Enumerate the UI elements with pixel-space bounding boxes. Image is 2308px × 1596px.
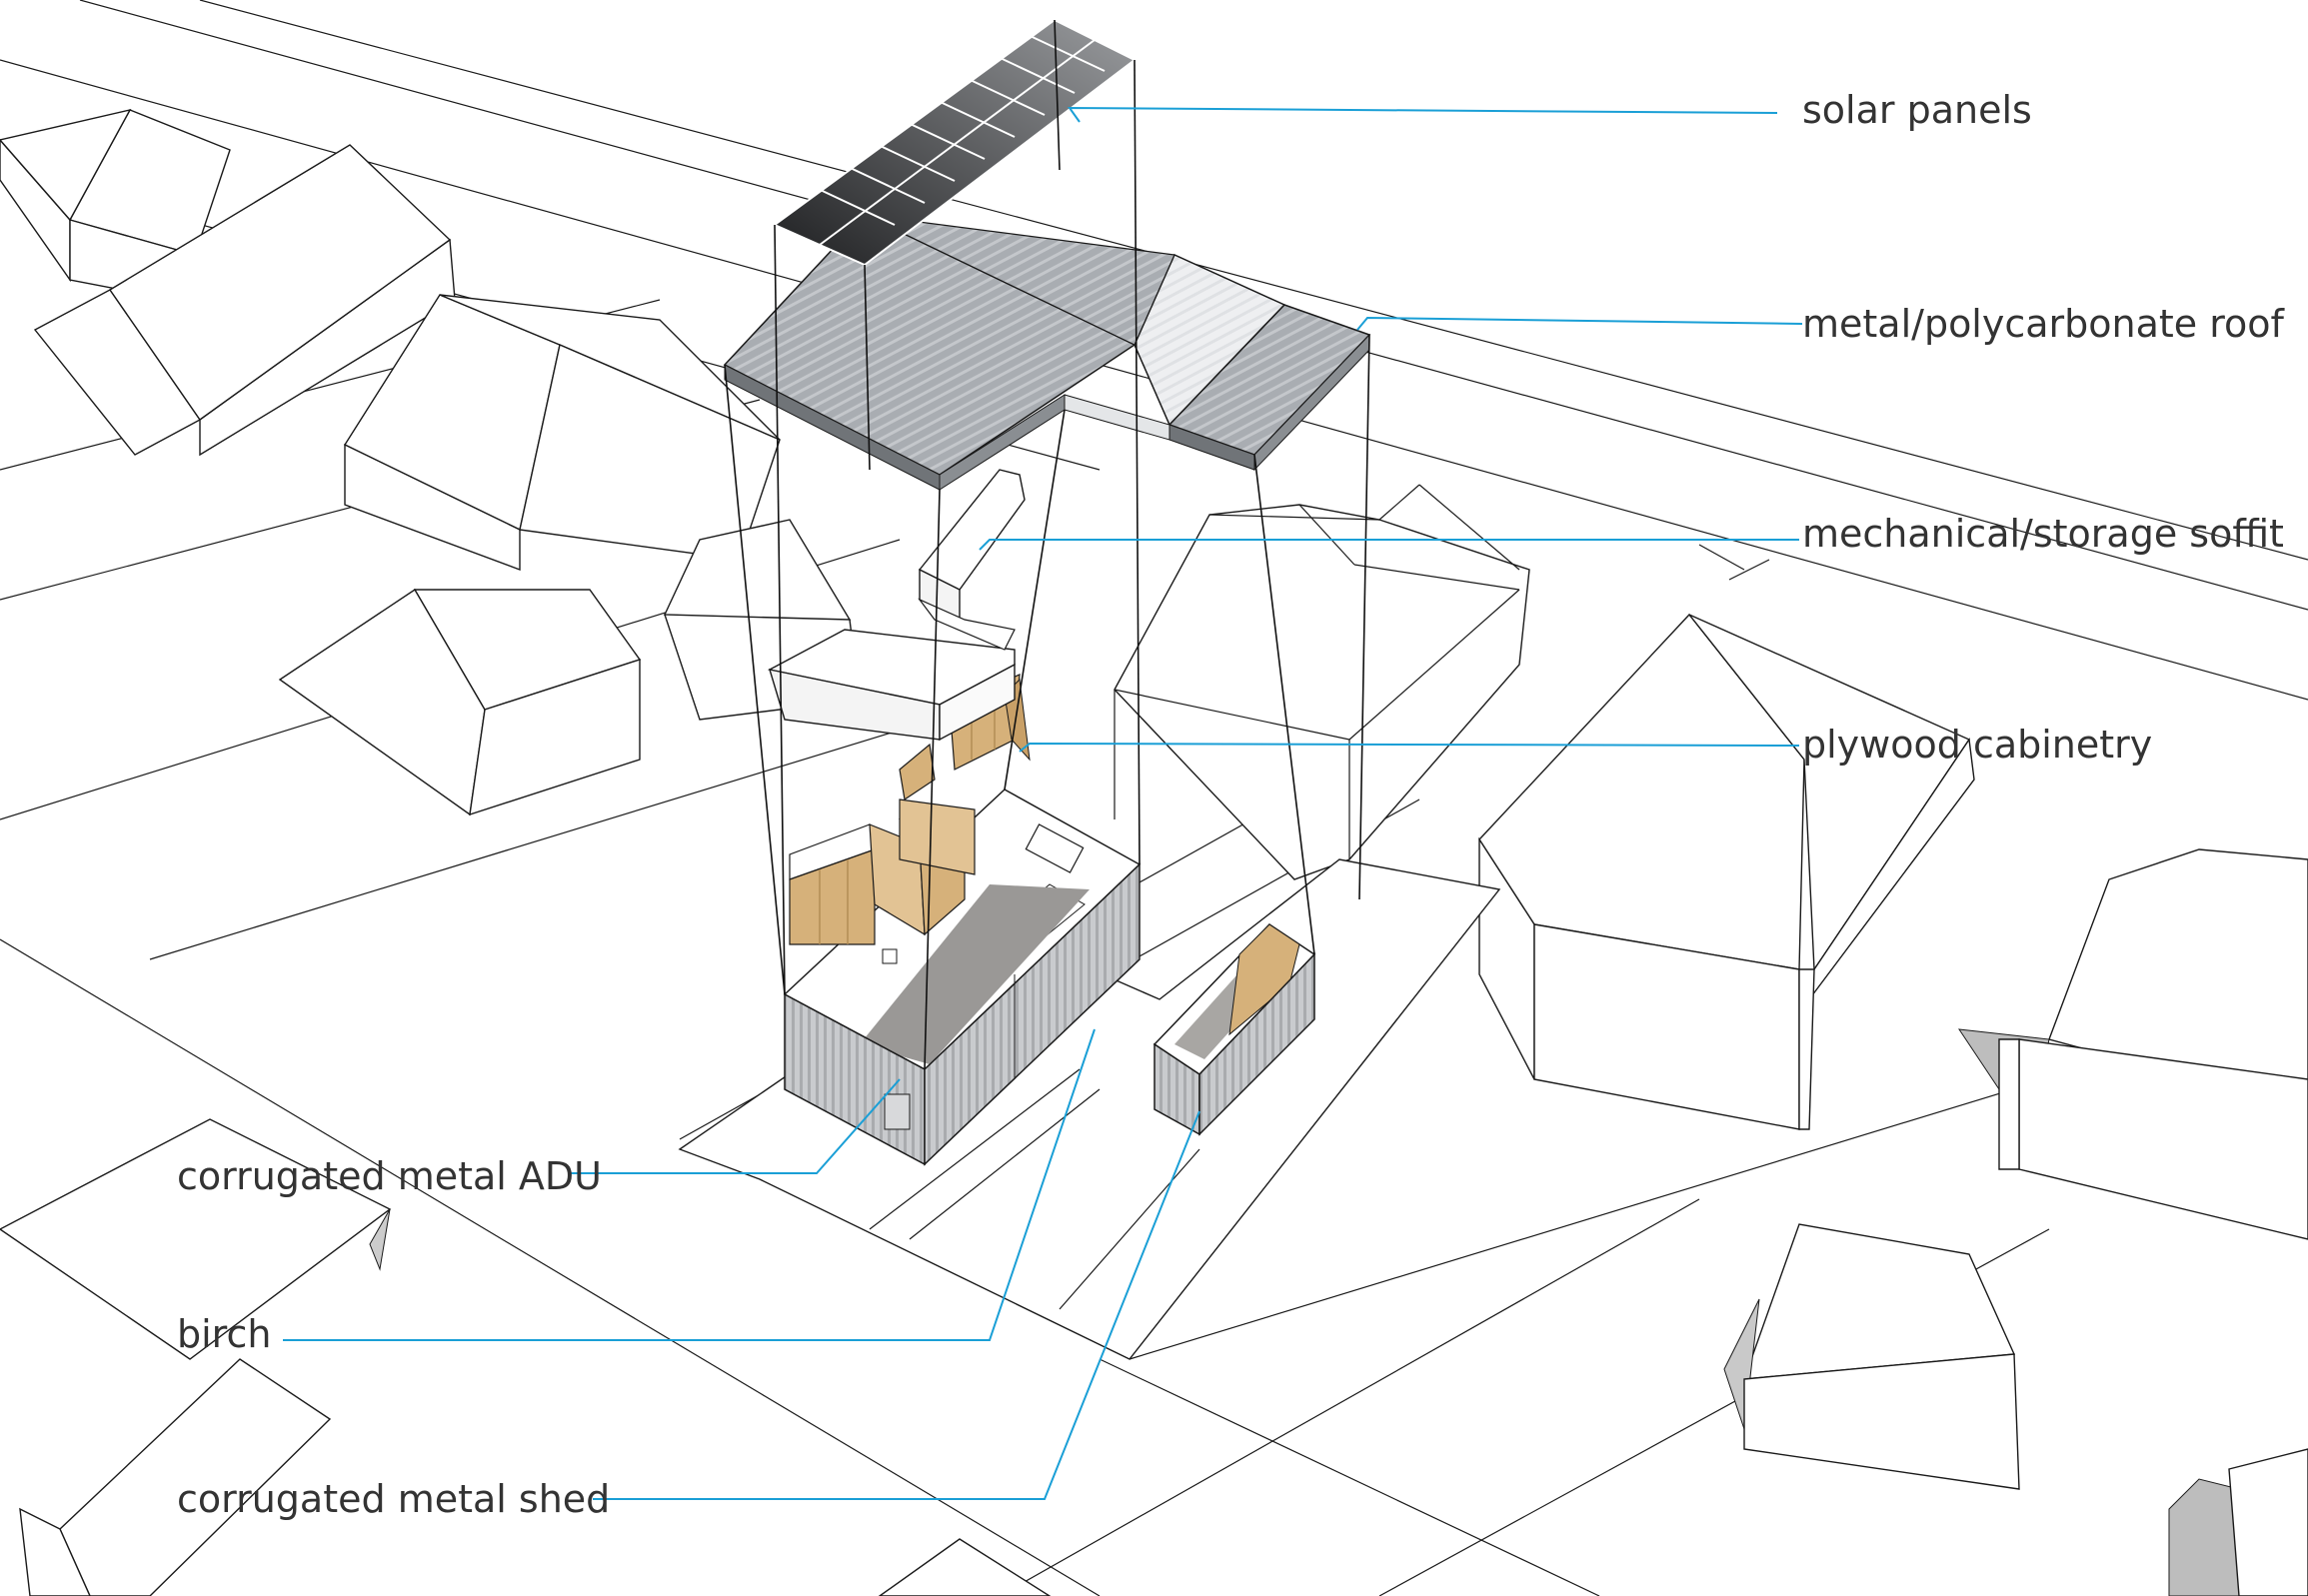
leader-lines: [283, 106, 1803, 1500]
leader-cabinetry: [1019, 742, 1800, 753]
label-cabinetry: plywood cabinetry: [1802, 723, 2152, 767]
label-roof: metal/polycarbonate roof: [1802, 302, 2286, 346]
leader-roof: [1356, 316, 1803, 331]
label-solar-panels: solar panels: [1802, 88, 2032, 132]
mechanical-storage-soffit: [767, 469, 1026, 742]
leader-adu: [570, 1078, 901, 1174]
label-shed: corrugated metal shed: [177, 1477, 610, 1521]
leader-shed: [593, 1110, 1200, 1500]
leader-birch: [283, 1028, 1096, 1341]
label-soffit: mechanical/storage soffit: [1802, 512, 2284, 556]
label-birch: birch: [177, 1312, 271, 1356]
corrugated-metal-shed: [1153, 923, 1316, 1136]
label-adu: corrugated metal ADU: [177, 1154, 602, 1198]
exploded-view-guides: [724, 19, 1370, 1070]
neighbor-houses: [0, 108, 2308, 1596]
corrugated-metal-adu: [783, 789, 1142, 1166]
leader-solar-panels: [1068, 106, 1778, 123]
leader-soffit: [979, 539, 1799, 551]
metal-polycarbonate-roof: [723, 214, 1371, 491]
callout-labels: solar panels metal/polycarbonate roof me…: [177, 88, 2286, 1521]
